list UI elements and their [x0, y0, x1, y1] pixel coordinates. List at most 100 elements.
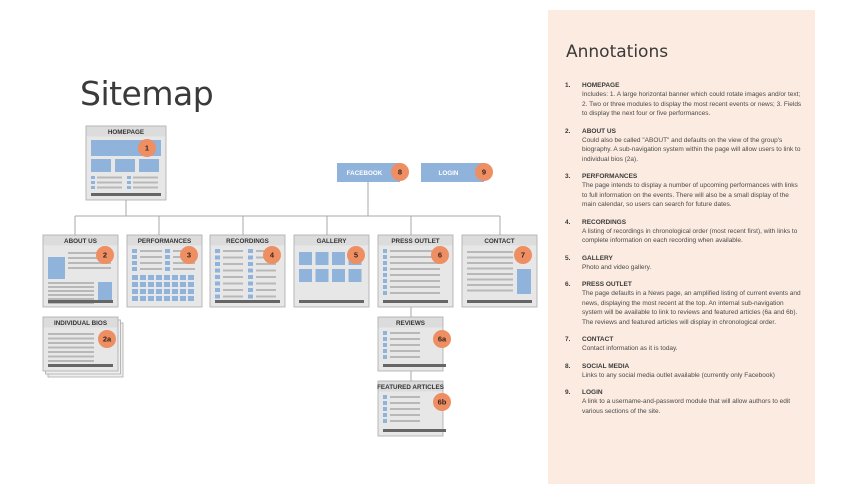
content-block — [383, 349, 387, 353]
text-line — [97, 186, 122, 189]
footer-bar — [91, 193, 161, 196]
annotation-text: The page intends to display a number of … — [582, 182, 798, 208]
node-contact — [461, 234, 538, 308]
content-block — [383, 273, 387, 277]
badge-number: 3 — [187, 251, 191, 260]
node-bios — [42, 316, 124, 378]
content-block — [248, 275, 253, 279]
footer-bar — [48, 364, 113, 367]
content-block — [215, 268, 220, 273]
annotation-heading: GALLERY — [582, 254, 613, 262]
annotation-number: 9. — [565, 389, 571, 396]
badge-number: 6a — [438, 335, 447, 344]
node-label: RECORDINGS — [226, 238, 269, 245]
node-label: HOMEPAGE — [108, 129, 144, 136]
content-block — [383, 337, 387, 341]
content-block — [383, 419, 387, 423]
badge-number: 1 — [145, 144, 149, 153]
annotation-text: A link to a username-and-password module… — [582, 398, 791, 415]
node-header — [127, 235, 202, 246]
node-label: INDIVIDUAL BIOS — [54, 320, 107, 327]
content-block — [156, 296, 162, 301]
content-block — [315, 252, 329, 265]
content-block — [248, 249, 253, 253]
text-line — [390, 274, 440, 276]
content-block — [156, 275, 162, 280]
text-line — [390, 356, 420, 358]
text-line — [390, 396, 420, 398]
content-block — [517, 269, 531, 294]
text-line — [223, 256, 243, 259]
content-block — [172, 275, 178, 280]
node-badge — [475, 163, 493, 181]
text-line — [390, 350, 420, 352]
badge-number: 6 — [438, 251, 442, 260]
text-line — [48, 290, 94, 292]
content-block — [156, 289, 162, 294]
badge-number: 2 — [103, 251, 107, 260]
text-line — [68, 252, 111, 254]
text-line — [223, 282, 243, 285]
text-line — [173, 262, 195, 264]
content-block — [180, 275, 186, 280]
content-block — [140, 289, 146, 294]
content-block — [188, 296, 194, 301]
content-block — [188, 282, 194, 287]
content-block — [299, 269, 312, 282]
content-block — [132, 282, 138, 287]
content-block — [188, 289, 194, 294]
text-line — [133, 186, 158, 189]
text-line — [467, 278, 513, 281]
content-block — [98, 282, 112, 302]
content-block — [165, 249, 170, 253]
annotation-text: Photo and video gallery. — [582, 263, 652, 271]
text-line — [223, 263, 243, 265]
text-line — [390, 344, 420, 346]
node-label: CONTACT — [484, 238, 514, 245]
annotation-text: The page defaults in a News page, an amp… — [582, 290, 801, 326]
text-line — [256, 295, 276, 298]
node-header — [43, 235, 118, 246]
text-line — [68, 267, 111, 269]
content-block — [383, 267, 387, 271]
content-block — [91, 186, 95, 189]
content-block — [180, 296, 186, 301]
nav-button — [337, 163, 400, 182]
text-line — [467, 273, 513, 275]
content-block — [383, 331, 387, 335]
annotation-number: 4. — [565, 218, 571, 226]
content-block — [188, 275, 194, 280]
content-block — [164, 275, 170, 280]
text-line — [467, 262, 513, 264]
node-press — [377, 234, 454, 308]
text-line — [390, 268, 440, 270]
content-block — [91, 181, 95, 184]
text-line — [140, 250, 162, 252]
text-line — [467, 284, 513, 286]
text-line — [48, 346, 94, 349]
content-block — [148, 289, 154, 294]
text-line — [48, 351, 94, 353]
text-line — [48, 355, 94, 358]
text-line — [256, 289, 276, 291]
content-block — [383, 291, 387, 295]
annotation-heading: SOCIAL MEDIA — [582, 362, 630, 370]
annotation-number: 2. — [565, 127, 571, 135]
text-line — [390, 250, 440, 252]
content-block — [383, 401, 387, 405]
annotation-heading: HOMEPAGE — [582, 82, 620, 89]
content-block — [215, 294, 220, 299]
content-block — [172, 296, 178, 301]
text-line — [68, 257, 111, 259]
annotation-text: Contact information as it is today. — [582, 345, 678, 352]
text-line — [48, 298, 94, 300]
content-block — [140, 282, 146, 287]
